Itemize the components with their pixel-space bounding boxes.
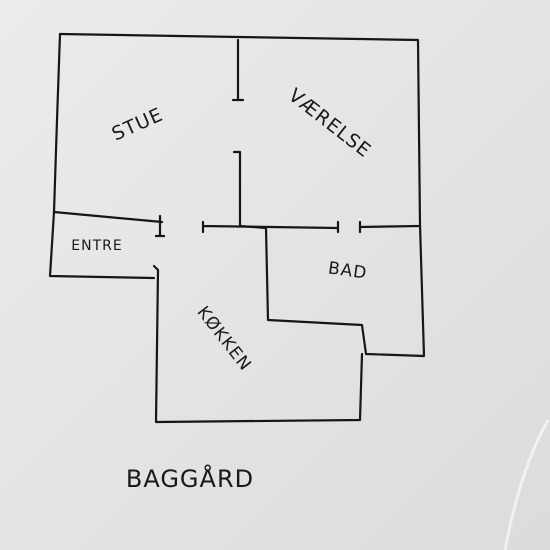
middle-wall — [201, 220, 340, 234]
stue-vaerelse-wall-bottom — [232, 150, 242, 228]
entre-door-jamb — [154, 214, 166, 238]
stue-vaerelse-wall-top — [231, 38, 245, 102]
outside-label-baggaard: BAGGÅRD — [126, 464, 254, 493]
vaerelse-bad-wall — [358, 220, 422, 234]
room-label-stue: STUE — [109, 104, 167, 146]
paper-fold — [503, 419, 550, 550]
entre-wall — [52, 210, 164, 224]
room-label-bad: BAD — [327, 258, 369, 283]
outer-wall — [58, 32, 426, 358]
room-label-kokken: KØKKEN — [193, 303, 256, 375]
room-label-vaerelse: VÆRELSE — [284, 84, 375, 162]
kitchen-wall — [152, 264, 364, 424]
room-label-entre: ENTRE — [71, 238, 122, 254]
